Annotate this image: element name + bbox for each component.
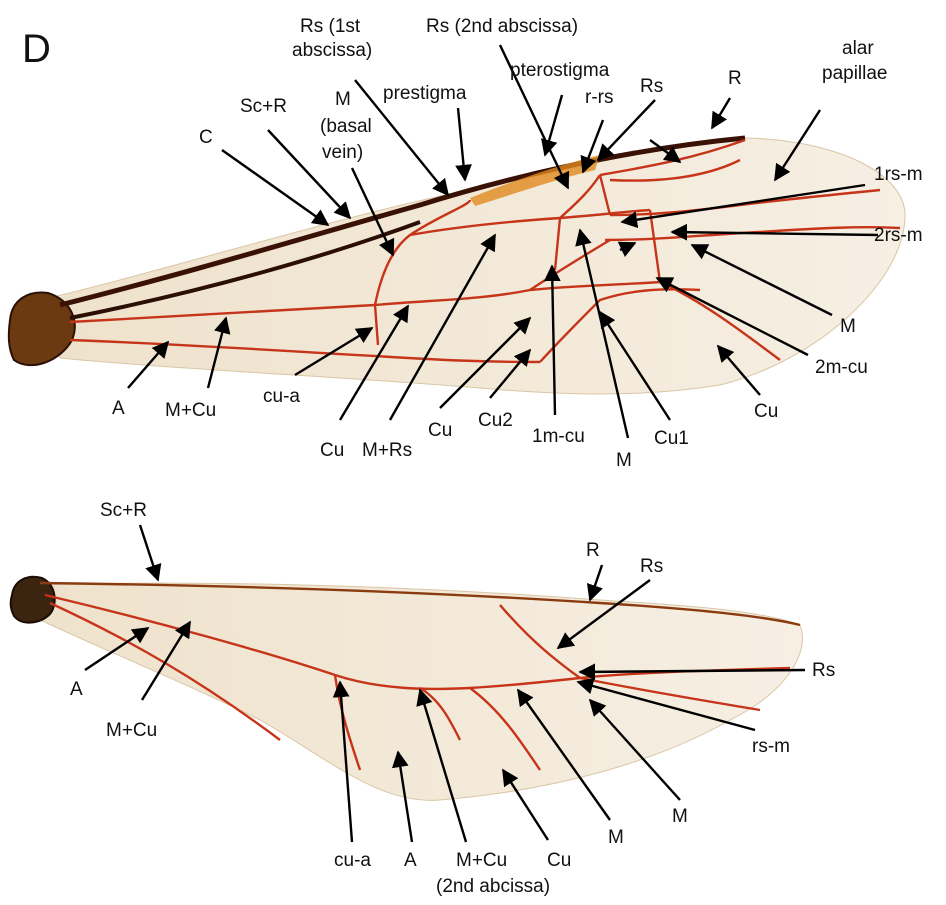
label-m-basal-l2: (basal xyxy=(320,116,372,137)
label-hw-m-cu-2nd-l2: (2nd abcissa) xyxy=(436,876,550,897)
label-hw-a-bottom: A xyxy=(404,850,417,871)
label-rs-1st-abscissa-l1: Rs (1st xyxy=(300,16,361,37)
label-cu-low: Cu xyxy=(320,440,344,461)
label-sc-r: Sc+R xyxy=(240,96,287,117)
label-rs-2nd-abscissa: Rs (2nd abscissa) xyxy=(426,16,578,37)
label-2m-cu: 2m-cu xyxy=(815,357,868,378)
panel-letter: D xyxy=(22,27,51,71)
label-hw-m-cu-left: M+Cu xyxy=(106,720,157,741)
label-m-bottom: M xyxy=(616,450,632,471)
label-cu-mid: Cu xyxy=(428,420,452,441)
label-m-rs: M+Rs xyxy=(362,440,412,461)
label-cu1: Cu1 xyxy=(654,428,689,449)
label-cu2: Cu2 xyxy=(478,410,513,431)
label-cu-a: cu-a xyxy=(263,386,300,407)
label-hw-m-cu-2nd-l1: M+Cu xyxy=(456,850,507,871)
label-1m-cu: 1m-cu xyxy=(532,426,585,447)
label-hw-cu: Cu xyxy=(547,850,571,871)
label-hw-rs-upper: Rs xyxy=(640,556,663,577)
label-rs-1st-abscissa-l2: abscissa) xyxy=(292,40,372,61)
label-c: C xyxy=(199,127,213,148)
label-pterostigma: pterostigma xyxy=(510,60,610,81)
label-hw-r: R xyxy=(586,540,600,561)
label-hw-m-right: M xyxy=(672,806,688,827)
label-m-basal-l1: M xyxy=(335,89,351,110)
hindwing: Sc+R R Rs Rs rs-m M M A M+Cu cu-a A M+Cu… xyxy=(11,500,836,897)
label-hw-cu-a: cu-a xyxy=(334,850,371,871)
label-r: R xyxy=(728,68,742,89)
label-m-basal-l3: vein) xyxy=(322,142,363,163)
label-alar-papillae-l2: papillae xyxy=(822,63,888,84)
label-prestigma: prestigma xyxy=(383,83,467,104)
label-hw-m-mid: M xyxy=(608,827,624,848)
label-r-rs: r-rs xyxy=(585,87,613,108)
label-1rs-m: 1rs-m xyxy=(874,164,923,185)
label-a: A xyxy=(112,398,125,419)
label-rs: Rs xyxy=(640,76,663,97)
label-2rs-m: 2rs-m xyxy=(874,225,923,246)
label-alar-papillae-l1: alar xyxy=(842,38,874,59)
label-hw-sc-r: Sc+R xyxy=(100,500,147,521)
label-hw-rs-right: Rs xyxy=(812,660,835,681)
forewing: Rs (1st abscissa) Rs (2nd abscissa) pter… xyxy=(9,16,923,471)
label-m-right: M xyxy=(840,316,856,337)
label-hw-a-left: A xyxy=(70,679,83,700)
label-m-cu: M+Cu xyxy=(165,400,216,421)
label-hw-rs-m: rs-m xyxy=(752,736,790,757)
label-cu-right: Cu xyxy=(754,401,778,422)
